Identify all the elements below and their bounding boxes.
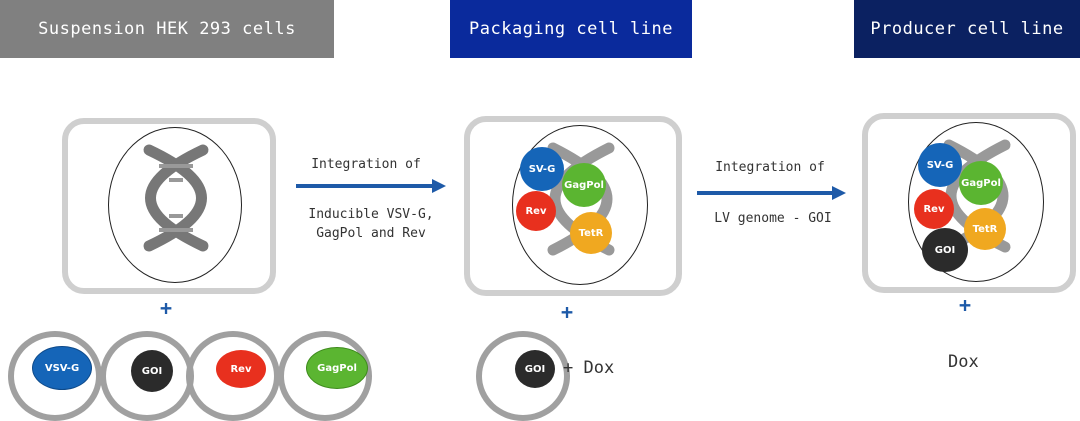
- stage-title-producer: Producer cell line: [854, 0, 1080, 58]
- gene-vsvg: SV-G: [520, 147, 564, 191]
- plasmid-gagpol: GagPol: [306, 347, 368, 389]
- dox-label: Dox: [948, 352, 979, 372]
- gene-tetr: TetR: [964, 208, 1006, 250]
- arrow-right-2: [697, 186, 846, 200]
- arrow2-top-label: Integration of: [715, 160, 825, 175]
- plasmid-goi: GOI: [515, 350, 555, 388]
- gene-gagpol: GagPol: [959, 161, 1003, 205]
- arrow2-bottom-label: LV genome - GOI: [714, 211, 832, 226]
- arrow-right-1: [296, 179, 446, 193]
- gene-tetr: TetR: [570, 212, 612, 254]
- gene-goi: GOI: [922, 228, 968, 272]
- plasmid-goi: GOI: [131, 350, 173, 392]
- plus-sign: +: [959, 293, 972, 317]
- stage-title-packaging: Packaging cell line: [450, 0, 692, 58]
- plasmid-rev: Rev: [216, 350, 266, 388]
- stage-title-hek293: Suspension HEK 293 cells: [0, 0, 334, 58]
- cell-producer: [862, 113, 1076, 293]
- arrow1-top-label: Integration of: [311, 157, 421, 172]
- gene-rev: Rev: [914, 189, 954, 229]
- gene-vsvg: SV-G: [918, 143, 962, 187]
- cell-packaging: [464, 116, 682, 296]
- gene-rev: Rev: [516, 191, 556, 231]
- plus-sign: +: [561, 300, 574, 324]
- cell-hek293: [62, 118, 276, 294]
- dna-helix-icon: [143, 144, 209, 252]
- plasmid-vsvg: VSV-G: [32, 346, 92, 390]
- plus-sign: +: [160, 296, 173, 320]
- arrow1-bottom-label: Inducible VSV-G, GagPol and Rev: [308, 207, 434, 241]
- nucleus: [108, 127, 242, 283]
- dox-label: + Dox: [563, 358, 615, 378]
- gene-gagpol: GagPol: [562, 163, 606, 207]
